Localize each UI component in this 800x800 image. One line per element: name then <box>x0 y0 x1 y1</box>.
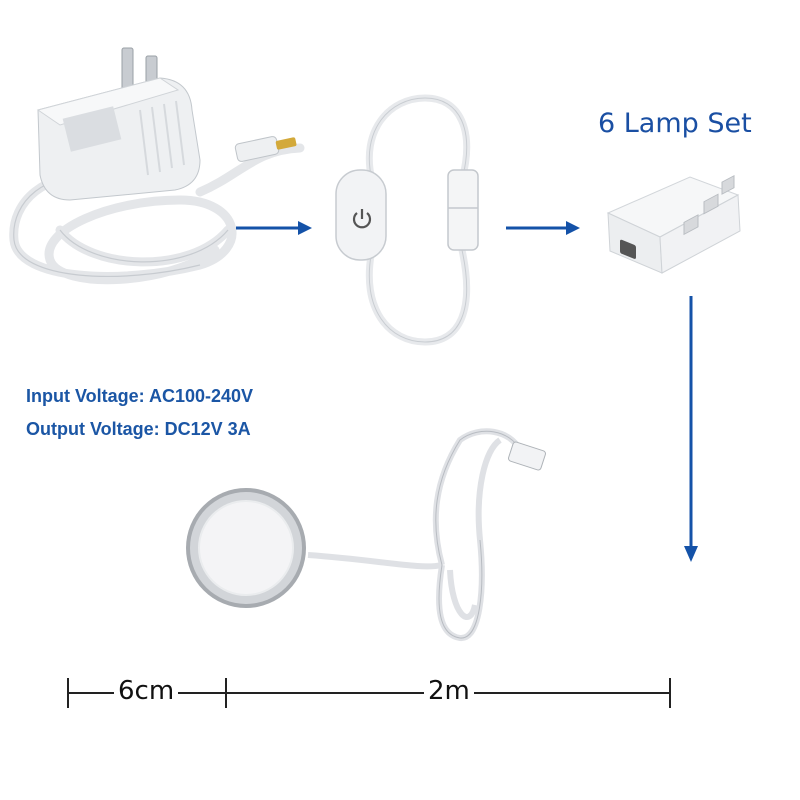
page-title: 6 Lamp Set <box>598 108 752 139</box>
input-voltage-text: Input Voltage: AC100-240V <box>26 386 254 406</box>
arrow-down-icon <box>684 296 698 562</box>
arrow-right-icon <box>506 221 580 235</box>
power-icon <box>352 209 372 229</box>
output-voltage-text: Output Voltage: DC12V 3A <box>26 419 251 439</box>
diameter-label: 6cm <box>114 676 179 706</box>
puck-light-image <box>186 428 546 641</box>
touch-switch-image <box>335 94 479 346</box>
arrow-right-icon <box>236 221 312 235</box>
power-adapter-image <box>9 47 305 285</box>
cable-length-label: 2m <box>424 676 474 706</box>
junction-box-image <box>606 174 741 274</box>
